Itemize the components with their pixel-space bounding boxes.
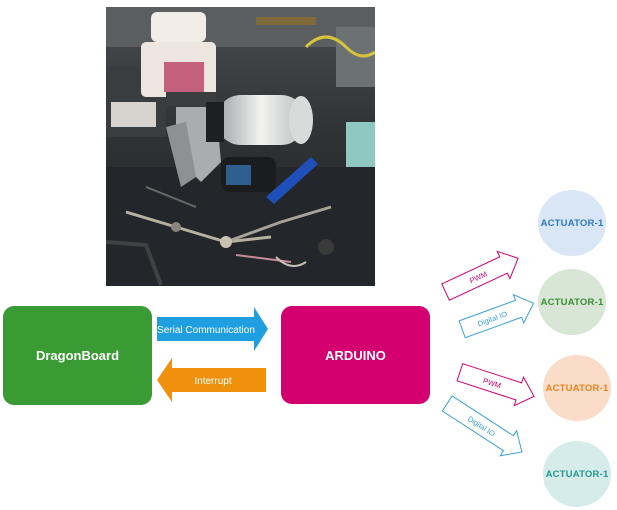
actuator-node-2: ACTUATOR-1 xyxy=(538,269,606,335)
digital-io-arrow-1: Digital IO xyxy=(458,293,535,339)
pwm-arrow-2: PWM xyxy=(456,363,535,407)
robot-photo-drawing xyxy=(106,7,375,286)
pwm-arrow-1: PWM xyxy=(441,250,519,301)
dragonboard-block: DragonBoard xyxy=(3,306,152,405)
serial-label: Serial Communication xyxy=(157,325,255,336)
actuator-node-3: ACTUATOR-1 xyxy=(543,355,611,421)
actuator-node-4: ACTUATOR-1 xyxy=(543,441,611,507)
actuator-node-1: ACTUATOR-1 xyxy=(538,190,606,256)
dragonboard-label: DragonBoard xyxy=(35,348,120,363)
arduino-label: ARDUINO xyxy=(325,347,386,363)
arduino-block: ARDUINO xyxy=(281,306,430,404)
actuator-label-1: ACTUATOR-1 xyxy=(540,217,604,229)
actuator-label-3: ACTUATOR-1 xyxy=(545,382,609,394)
interrupt-label: Interrupt xyxy=(194,376,231,387)
actuator-label-4: ACTUATOR-1 xyxy=(545,468,609,480)
serial-arrow: Serial Communication xyxy=(157,307,268,351)
robot-photo xyxy=(106,7,375,286)
actuator-label-2: ACTUATOR-1 xyxy=(540,296,604,308)
interrupt-arrow: Interrupt xyxy=(157,358,266,402)
